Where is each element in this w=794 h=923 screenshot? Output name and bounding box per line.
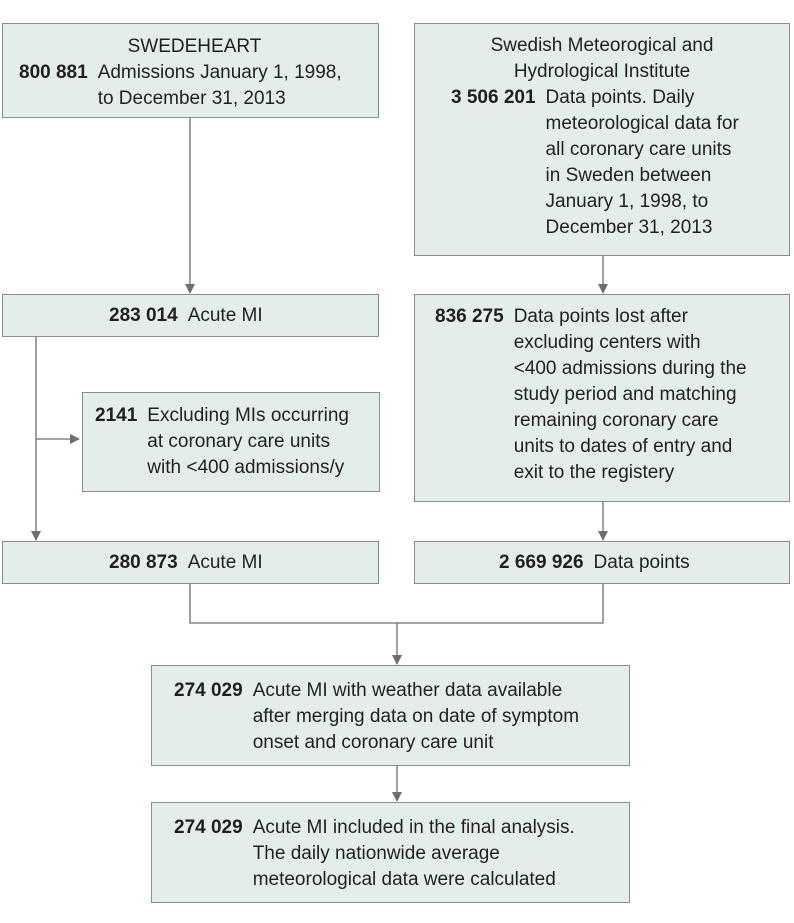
data-points-count: 2 669 926 — [499, 552, 584, 573]
smhi-title: Swedish Meteorogical and Hydrological In… — [490, 35, 714, 82]
smhi-count: 3 506 201 — [451, 87, 536, 108]
final-box: 274 029 Acute MI included in the final a… — [151, 802, 630, 903]
data-lost-count: 836 275 — [435, 306, 504, 327]
merged-text: Acute MI with weather data available aft… — [252, 680, 580, 753]
data-lost-box: 836 275 Data points lost after excluding… — [414, 294, 790, 502]
excluded-box: 2141 Excluding MIs occurring at coronary… — [82, 392, 380, 492]
acute-mi-1-count: 283 014 — [109, 305, 178, 326]
swedeheart-count: 800 881 — [19, 62, 88, 83]
merged-count: 274 029 — [174, 680, 243, 701]
swedeheart-box: SWEDEHEART 800 881 Admissions January 1,… — [2, 23, 379, 118]
acute-mi-1-label: Acute MI — [187, 305, 263, 326]
smhi-box: Swedish Meteorogical and Hydrological In… — [414, 23, 790, 256]
swedeheart-title: SWEDEHEART — [127, 36, 262, 57]
smhi-text: Data points. Daily meteorological data f… — [545, 87, 739, 238]
excluded-text: Excluding MIs occurring at coronary care… — [147, 405, 349, 478]
data-points-box: 2 669 926 Data points — [414, 541, 790, 584]
excluded-count: 2141 — [95, 405, 138, 426]
data-lost-text: Data points lost after excluding centers… — [513, 306, 747, 483]
acute-mi-box-2: 280 873 Acute MI — [2, 541, 379, 584]
final-count: 274 029 — [174, 817, 243, 838]
swedeheart-text: Admissions January 1, 1998, to December … — [97, 62, 342, 109]
acute-mi-2-label: Acute MI — [187, 552, 263, 573]
merged-box: 274 029 Acute MI with weather data avail… — [151, 665, 630, 766]
line-merge — [189, 584, 604, 624]
acute-mi-2-count: 280 873 — [109, 552, 178, 573]
acute-mi-box-1: 283 014 Acute MI — [2, 294, 379, 337]
final-text: Acute MI included in the final analysis.… — [252, 817, 575, 890]
data-points-label: Data points — [593, 552, 690, 573]
